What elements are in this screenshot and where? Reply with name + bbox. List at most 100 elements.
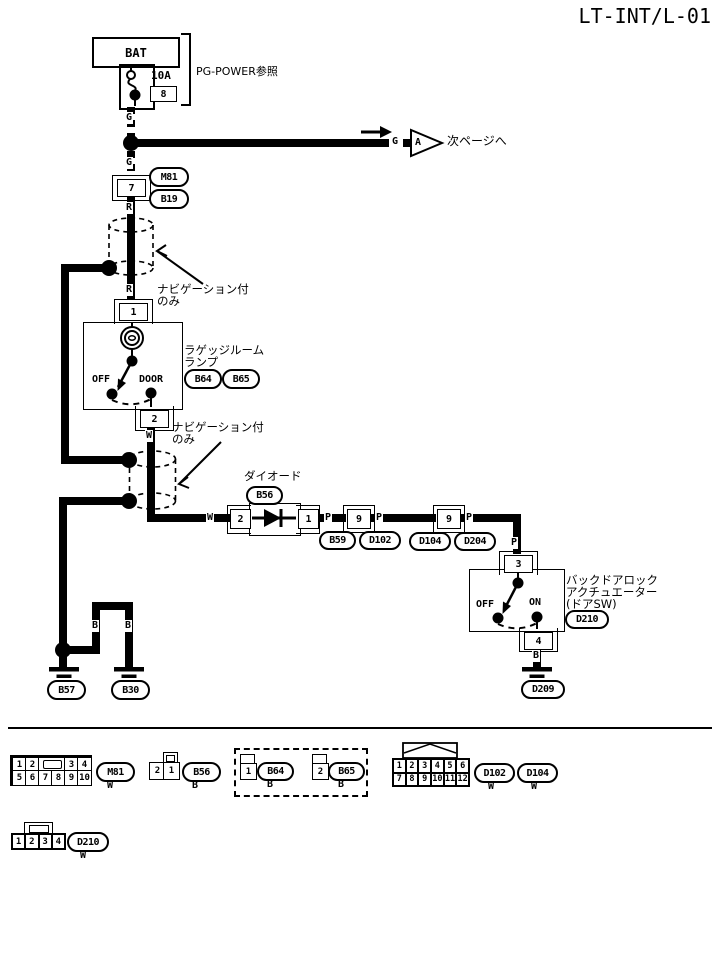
lamp-switch (106, 355, 157, 407)
pin-cell: 2 (312, 763, 329, 780)
actuator-name-line3: (ドアSW) (566, 597, 617, 611)
connector-id-d102: D102 (359, 531, 401, 550)
option-loop-1 (108, 217, 154, 276)
footer-m81-grid: 1 2 3 4 5 6 7 8 9 10 (10, 755, 92, 786)
lamp-conn2-bracket (135, 406, 174, 431)
footer-id-b56: B56 (182, 762, 221, 782)
u-bridge (92, 602, 133, 610)
next-page-arrow (361, 126, 445, 158)
pin-cell: 2 (405, 759, 419, 773)
bus1-horizontal-bottom (61, 456, 129, 464)
connector-id-m81: M81 (149, 167, 189, 187)
pin-cell: 2 (25, 834, 39, 849)
footer-id-b64: B64 (257, 762, 294, 781)
footer-m81-wire: W (107, 780, 114, 791)
nav-note-2-line1: ナビゲーション付 (172, 420, 264, 434)
act-conn3-bracket (499, 551, 538, 575)
footer-b65-wire: B (338, 779, 345, 790)
act-conn3-pin: 3 (504, 555, 533, 573)
footer-d210-grid: 1 2 3 4 (11, 833, 66, 850)
lamp-name: ラゲッジルームランプ (184, 344, 264, 368)
connector-id-b64: B64 (184, 369, 222, 389)
actuator-name: バックドアロックアクチュエーター(ドアSW) (566, 574, 658, 610)
nav-note-1: ナビゲーション付のみ (157, 283, 249, 307)
wire-down-conn3 (513, 514, 521, 554)
next-page-marker-letter: A (415, 137, 422, 148)
ground-icon-d209 (522, 667, 552, 678)
option-loop-2 (128, 450, 177, 510)
nav-note-2: ナビゲーション付のみ (172, 421, 264, 445)
battery-box: BAT (92, 37, 180, 68)
wire-label-p4: P (510, 537, 519, 549)
footer-b64-wire: B (267, 779, 274, 790)
act-conn4-pin: 4 (524, 632, 553, 650)
footer-d10x-tab (402, 742, 458, 759)
footer-id-d210: D210 (67, 832, 109, 852)
wire-joint2-corner (461, 514, 521, 522)
conn7-pin-box: 7 (117, 179, 146, 197)
lamp-off-label: OFF (92, 374, 111, 385)
wire-label-b2: B (124, 620, 133, 632)
diode-conn-right-bracket (296, 505, 320, 534)
joint1-bracket (343, 505, 375, 533)
wire-label-p1: P (324, 512, 333, 524)
wire-label-r2: R (125, 284, 134, 296)
wire-label-w1: W (145, 430, 154, 442)
footer-d10x-comma: , (511, 768, 518, 779)
actuator-switch (492, 569, 543, 630)
keyway-icon (42, 760, 62, 769)
wire-label-r1: R (125, 202, 134, 214)
footer-option-dashed-box (234, 748, 368, 797)
nav-note-2-line2: のみ (172, 432, 195, 446)
bus1-horizontal-top (61, 264, 110, 272)
footer-d210-wire: W (80, 850, 87, 861)
pin-cell: 3 (38, 834, 52, 849)
joint2-bracket (433, 505, 465, 533)
fuse-symbol (126, 64, 141, 106)
footer-d102-wire: W (488, 781, 495, 792)
act-on-label: ON (529, 597, 542, 608)
footer-id-b65: B65 (328, 762, 365, 781)
footer-d104-wire: W (531, 781, 538, 792)
wire-label-p3: P (465, 512, 474, 524)
pin-cell: 8 (405, 772, 419, 786)
conn7-bracket (112, 175, 151, 201)
ground-icon-b30 (114, 667, 144, 678)
connector-id-b19: B19 (149, 189, 189, 209)
wire-stub-next-page (403, 139, 412, 147)
next-page-label: 次ページへ (447, 134, 507, 148)
wire-joint1-joint2 (371, 514, 436, 522)
bus2-ground-stub (59, 652, 67, 668)
wire-label-g2: G (125, 157, 134, 169)
wire-conn7-lamp (127, 196, 135, 300)
footer-id-d104: D104 (517, 763, 558, 783)
ground-id-b30: B30 (111, 680, 150, 700)
footer-id-m81: M81 (96, 762, 135, 782)
diode-conn-left-bracket (227, 505, 251, 534)
fuse-amp-label: 10A (151, 69, 171, 82)
lamp-conn1-bracket (114, 299, 153, 324)
act-off-label: OFF (476, 599, 495, 610)
lamp-name-line1: ラゲッジルーム (184, 343, 265, 357)
footer-d10x-grid: 1 2 3 4 5 6 7 8 9 10 11 12 (392, 758, 470, 787)
fuse-number-box: 8 (150, 86, 177, 102)
bus2-vertical (59, 497, 67, 654)
joint1-pin: 9 (347, 509, 371, 529)
wire-label-g1: G (125, 112, 134, 124)
lamp-id-comma: , (218, 372, 225, 383)
wire-to-diode (147, 514, 232, 522)
nav-note-pointer-1 (155, 244, 204, 285)
wire-label-b-act: B (532, 650, 541, 662)
connector-id-b56: B56 (246, 486, 283, 505)
pin-cell: 1 (393, 759, 406, 773)
pin-cell: 1 (12, 834, 26, 849)
footer-id-d102: D102 (474, 763, 515, 783)
pin-cell: 3 (418, 759, 431, 773)
actuator-name-line1: バックドアロック (566, 573, 658, 587)
ground-id-b57: B57 (47, 680, 86, 700)
bus1-vertical (61, 264, 69, 464)
pin-cell: 4 (431, 759, 444, 773)
pin-cell: 4 (51, 834, 65, 849)
ground-id-d209: D209 (521, 680, 565, 699)
